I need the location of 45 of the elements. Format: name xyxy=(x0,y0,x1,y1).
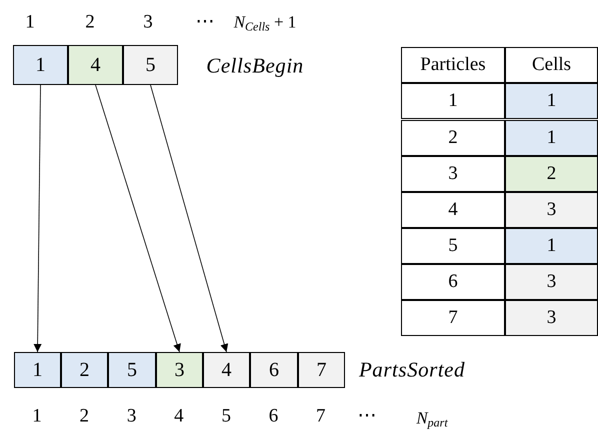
array-cell: 7 xyxy=(298,352,345,388)
table-header: Cells xyxy=(505,47,598,83)
table-cell: 1 xyxy=(505,120,598,156)
ellipsis: ⋯ xyxy=(358,406,376,426)
arrow xyxy=(34,84,42,352)
arrow xyxy=(95,84,181,352)
index-number: 4 xyxy=(174,406,184,426)
arrow xyxy=(150,84,228,352)
index-number: 6 xyxy=(268,406,278,426)
table-cell: 3 xyxy=(505,300,598,336)
table-cell: 2 xyxy=(401,120,505,156)
table-cell: 4 xyxy=(401,192,505,228)
index-formula: N$_{part}$ xyxy=(416,410,448,426)
index-number: 2 xyxy=(80,406,90,426)
array-cell: 6 xyxy=(250,352,298,388)
table-cell: 7 xyxy=(401,300,505,336)
index-number: 3 xyxy=(126,406,136,426)
array-cell: 5 xyxy=(108,352,156,388)
table-cell: 1 xyxy=(505,83,598,119)
array-name: CellsBegin xyxy=(206,56,304,76)
array-name: PartsSorted xyxy=(358,360,466,380)
array-cell: 5 xyxy=(123,45,178,85)
index-number: 7 xyxy=(316,406,326,426)
array-cell: 1 xyxy=(13,45,68,85)
table-header: Particles xyxy=(401,47,505,83)
array-cell: 2 xyxy=(61,352,108,388)
index-number: 1 xyxy=(32,406,42,426)
table-cell: 3 xyxy=(505,192,598,228)
array-cell: 4 xyxy=(68,45,123,85)
table-cell: 3 xyxy=(401,156,505,192)
table-cell: 6 xyxy=(401,264,505,300)
table-cell: 2 xyxy=(505,156,598,192)
array-cell: 4 xyxy=(203,352,250,388)
index-formula: N$_{Cells}$ + 1 xyxy=(234,14,296,30)
table-cell: 5 xyxy=(401,228,505,264)
index-number: 2 xyxy=(85,12,95,32)
index-number: 5 xyxy=(221,406,231,426)
index-number: 3 xyxy=(143,12,153,32)
table-cell: 1 xyxy=(505,228,598,264)
ellipsis: ⋯ xyxy=(196,12,214,32)
table-cell: 3 xyxy=(505,264,598,300)
table-cell: 1 xyxy=(401,83,505,119)
index-number: 1 xyxy=(25,12,35,32)
array-cell: 1 xyxy=(14,352,61,388)
array-cell: 3 xyxy=(156,352,203,388)
